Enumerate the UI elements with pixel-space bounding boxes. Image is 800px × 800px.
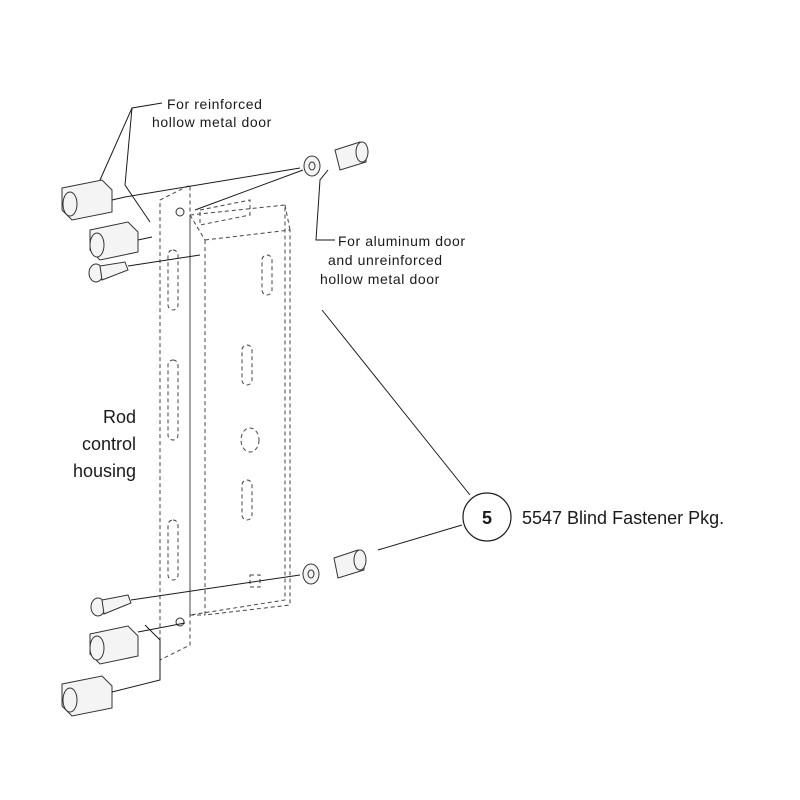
label-housing-line2: control — [82, 434, 136, 454]
label-aluminum-line3: hollow metal door — [320, 271, 440, 287]
label-reinforced-line1: For reinforced — [167, 96, 263, 112]
label-housing-line3: housing — [73, 461, 136, 481]
callout-text: 5547 Blind Fastener Pkg. — [522, 508, 724, 528]
rod-control-housing — [159, 184, 291, 661]
label-aluminum-line2: and unreinforced — [328, 252, 443, 268]
label-reinforced-line2: hollow metal door — [152, 114, 272, 130]
callout-circle — [462, 492, 512, 542]
top-fastener-set — [61, 141, 369, 283]
leader-lines — [99, 102, 471, 693]
bottom-fastener-set — [61, 549, 367, 717]
label-housing-line1: Rod — [103, 407, 136, 427]
label-aluminum-line1: For aluminum door — [338, 233, 466, 249]
callout-number: 5 — [482, 508, 492, 528]
